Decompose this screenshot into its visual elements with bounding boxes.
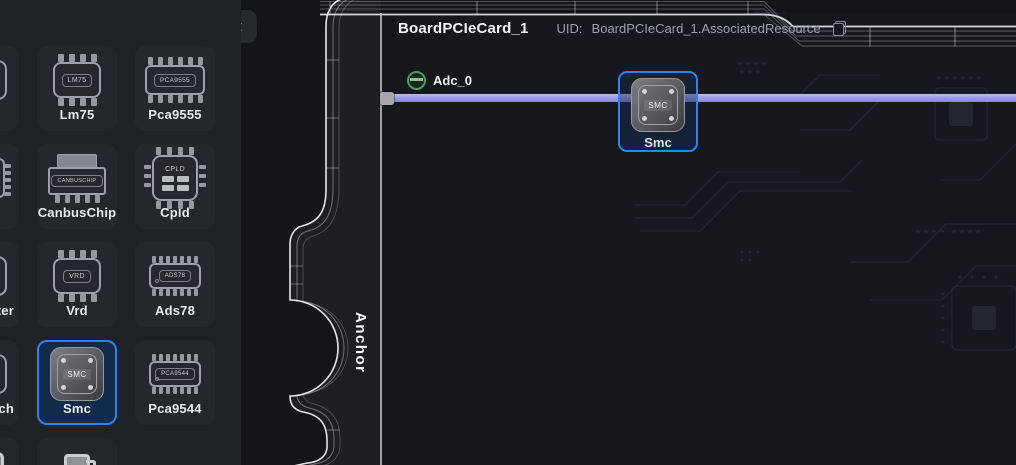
board-canvas[interactable]: BoardPCIeCard_1 UID: BoardPCIeCard_1.Ass… xyxy=(240,0,1016,465)
component-tile-label: ch xyxy=(0,401,14,416)
component-tile-label: Ads78 xyxy=(154,303,196,318)
sidebar-tile-ter[interactable]: ter xyxy=(0,242,19,327)
copy-icon[interactable] xyxy=(832,21,846,36)
component-tile-label: Smc xyxy=(62,401,92,416)
component-chip-icon xyxy=(0,445,4,465)
adc-node-label: Adc_0 xyxy=(433,73,473,88)
sidebar-tile-edge[interactable] xyxy=(0,46,19,131)
component-grid: LM75 Lm75 PCA9555 Pca9555 CANBUSCHIP Can… xyxy=(0,46,215,465)
sidebar-tile-pins-edge[interactable] xyxy=(0,144,19,229)
sidebar-tile-Ads78[interactable]: ADS78 Ads78 xyxy=(135,242,215,327)
adc-node[interactable]: Adc_0 xyxy=(407,71,472,90)
sidebar-tile-ch[interactable]: ch xyxy=(0,340,19,425)
component-palette-sidebar: LM75 Lm75 PCA9555 Pca9555 CANBUSCHIP Can… xyxy=(0,0,241,465)
anchor-label: Anchor xyxy=(352,312,369,374)
i2c-bus-line[interactable] xyxy=(381,94,1016,102)
board-title: BoardPCIeCard_1 xyxy=(398,20,529,37)
component-chip-icon xyxy=(0,151,11,205)
pcb-wireframe-decoration xyxy=(289,0,1016,465)
uid-label: UID: xyxy=(556,21,583,36)
component-tile-label: Lm75 xyxy=(59,107,95,122)
smc-node-label: Smc xyxy=(644,135,672,150)
component-chip-icon: PCA9544 xyxy=(149,347,201,401)
component-tile-label: Pca9544 xyxy=(148,401,202,416)
component-tile-label xyxy=(0,216,19,229)
component-tile-label: CanbusChip xyxy=(37,205,117,220)
component-chip-icon xyxy=(0,347,7,401)
component-tile-label: Pca9555 xyxy=(148,107,202,122)
uid-value: BoardPCIeCard_1.AssociatedResource xyxy=(591,21,821,36)
component-tile-label: ter xyxy=(0,303,14,318)
component-chip-icon: PCA9555 xyxy=(145,53,205,107)
sidebar-tile-connector[interactable] xyxy=(37,438,117,465)
smc-node[interactable]: SMC Smc xyxy=(618,71,698,152)
component-chip-icon xyxy=(0,53,7,107)
component-tile-label xyxy=(0,118,19,131)
component-chip-icon: ADS78 xyxy=(149,249,201,303)
component-chip-icon: CPLD xyxy=(144,147,206,209)
sidebar-tile-Smc[interactable]: SMC Smc xyxy=(37,340,117,425)
sidebar-tile-sliver[interactable] xyxy=(0,438,19,465)
component-chip-icon: CANBUSCHIP xyxy=(48,151,106,205)
sidebar-tile-Pca9544[interactable]: PCA9544 Pca9544 xyxy=(135,340,215,425)
component-chip-icon: VRD xyxy=(53,249,101,303)
sidebar-tile-Vrd[interactable]: VRD Vrd xyxy=(37,242,117,327)
board-header: BoardPCIeCard_1 UID: BoardPCIeCard_1.Ass… xyxy=(398,20,846,37)
component-chip-icon xyxy=(0,249,7,303)
smc-chip-icon: SMC xyxy=(631,78,685,132)
sidebar-tile-CanbusChip[interactable]: CANBUSCHIP CanbusChip xyxy=(37,144,117,229)
adc-icon xyxy=(407,71,426,90)
component-tile-label: Vrd xyxy=(66,303,88,318)
sidebar-tile-Lm75[interactable]: LM75 Lm75 xyxy=(37,46,117,131)
sidebar-tile-Cpld[interactable]: CPLD Cpld xyxy=(135,144,215,229)
bus-endpoint-handle[interactable] xyxy=(380,92,394,105)
component-chip-icon: SMC xyxy=(50,347,104,401)
sidebar-tile-Pca9555[interactable]: PCA9555 Pca9555 xyxy=(135,46,215,131)
component-chip-icon xyxy=(64,445,96,465)
component-chip-icon: LM75 xyxy=(53,53,101,107)
